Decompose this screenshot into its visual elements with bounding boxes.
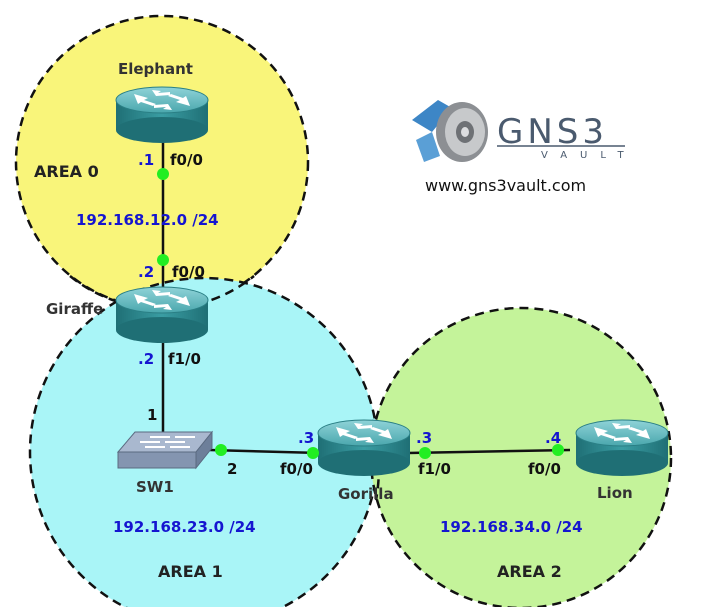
logo-url[interactable]: www.gns3vault.com <box>425 176 586 195</box>
router-elephant-icon[interactable] <box>115 86 209 144</box>
device-label-gorilla: Gorilla <box>338 485 394 503</box>
port-dot-giraffe-f00 <box>157 254 169 266</box>
device-label-lion: Lion <box>597 484 633 502</box>
network-label-34: 192.168.34.0 /24 <box>440 518 583 536</box>
area-label-2: AREA 2 <box>497 562 562 581</box>
iface-lion-f00: f0/0 <box>528 460 561 478</box>
port-dot-elephant <box>157 168 169 180</box>
device-label-elephant: Elephant <box>118 60 193 78</box>
link-sw1-gorilla <box>209 448 321 455</box>
gns3-vault-logo: GNS3 VAULT www.gns3vault.com <box>412 100 637 195</box>
ip-giraffe-f10: .2 <box>138 350 154 368</box>
ip-giraffe-f00: .2 <box>138 263 154 281</box>
iface-giraffe-f10: f1/0 <box>168 350 201 368</box>
device-label-sw1: SW1 <box>136 478 174 496</box>
ip-lion: .4 <box>545 429 561 447</box>
device-label-giraffe: Giraffe <box>46 300 103 318</box>
link-gorilla-lion <box>407 448 571 455</box>
port-dot-gorilla-f10 <box>419 447 431 459</box>
router-gorilla-icon[interactable] <box>317 419 411 477</box>
router-giraffe-icon[interactable] <box>115 286 209 344</box>
area-label-0: AREA 0 <box>34 162 99 181</box>
iface-gorilla-f10: f1/0 <box>418 460 451 478</box>
ip-gorilla-f00: .3 <box>298 429 314 447</box>
network-label-23: 192.168.23.0 /24 <box>113 518 256 536</box>
iface-elephant-f00: f0/0 <box>170 151 203 169</box>
ip-elephant: .1 <box>138 151 154 169</box>
area-label-1: AREA 1 <box>158 562 223 581</box>
switch-sw1-icon[interactable] <box>116 430 214 470</box>
gns3-disk-icon <box>412 100 488 162</box>
port-dot-sw1-2 <box>215 444 227 456</box>
ip-gorilla-f10: .3 <box>416 429 432 447</box>
port-dot-gorilla-f00 <box>307 447 319 459</box>
network-label-12: 192.168.12.0 /24 <box>76 211 219 229</box>
iface-gorilla-f00: f0/0 <box>280 460 313 478</box>
port-sw1-1: 1 <box>147 406 157 424</box>
port-dot-lion <box>552 444 564 456</box>
logo-sub: VAULT <box>541 150 637 161</box>
port-sw1-2: 2 <box>227 460 237 478</box>
router-lion-icon[interactable] <box>575 419 669 477</box>
iface-giraffe-f00: f0/0 <box>172 263 205 281</box>
